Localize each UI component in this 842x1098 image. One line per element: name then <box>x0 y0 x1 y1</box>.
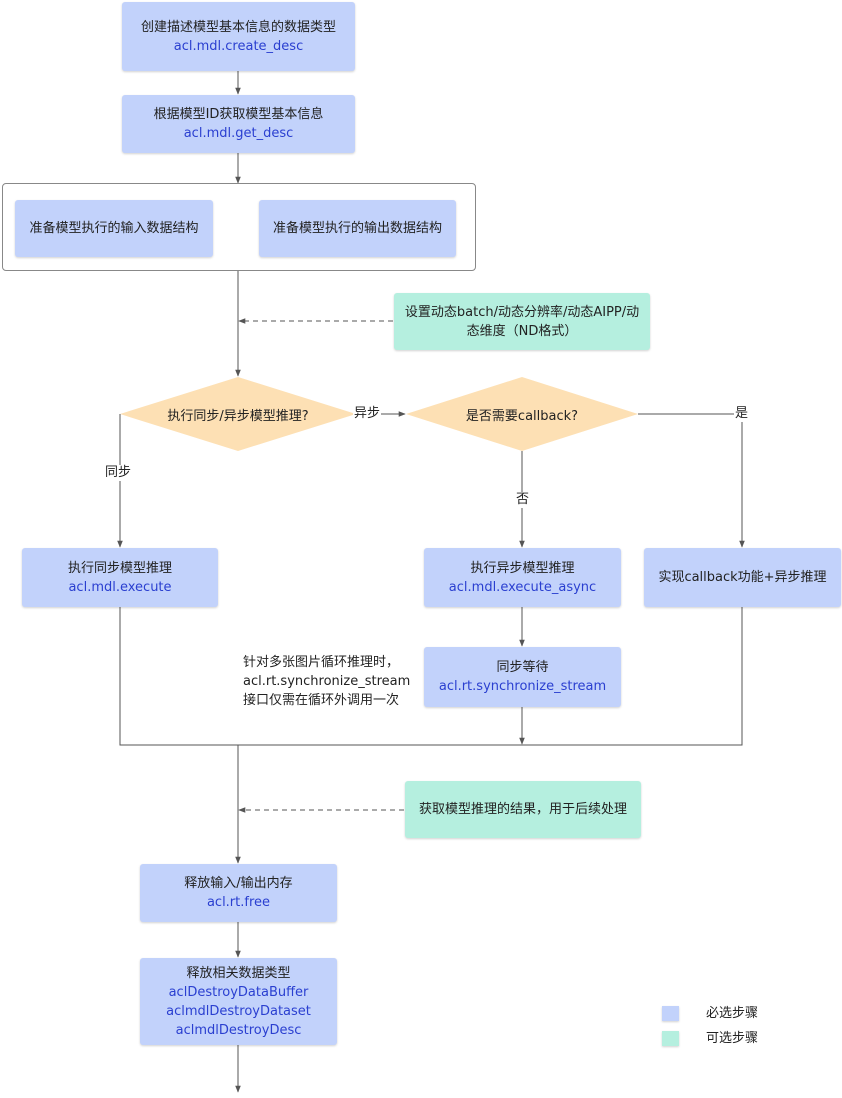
step-free-memory: 释放输入/输出内存 acl.rt.free <box>140 864 337 922</box>
decision-callback-shape <box>406 377 638 451</box>
step-get-desc-api: acl.mdl.get_desc <box>183 126 294 141</box>
step-create-desc-label: 创建描述模型基本信息的数据类型 <box>140 19 336 35</box>
edge-yes <box>638 413 745 548</box>
step-callback-impl: 实现callback功能+异步推理 <box>644 548 841 607</box>
step-sync-wait-label: 同步等待 <box>496 660 549 675</box>
legend-required-swatch <box>662 1006 679 1021</box>
step-free-memory-label: 释放输入/输出内存 <box>184 876 293 891</box>
step-prepare-input-label: 准备模型执行的输入数据结构 <box>29 221 199 236</box>
step-prepare-output-label: 准备模型执行的输出数据结构 <box>272 221 442 236</box>
step-destroy: 释放相关数据类型 aclDestroyDataBuffer aclmdlDest… <box>140 958 337 1045</box>
loop-sync-note: 针对多张图片循环推理时， acl.rt.synchronize_stream 接… <box>243 653 410 710</box>
step-destroy-api1: aclDestroyDataBuffer <box>168 984 309 1000</box>
loop-sync-note-line1: 针对多张图片循环推理时， <box>243 655 400 670</box>
edge-label-async: 异步 <box>353 406 382 422</box>
step-destroy-api3: aclmdlDestroyDesc <box>175 1022 302 1038</box>
edge-label-no: 否 <box>515 492 531 508</box>
step-get-result: 获取模型推理的结果，用于后续处理 <box>405 781 641 838</box>
step-set-dynamic: 设置动态batch/动态分辨率/动态AIPP/动 态维度（ND格式） <box>394 293 650 350</box>
step-execute-async-api: acl.mdl.execute_async <box>448 579 597 595</box>
step-get-desc-label: 根据模型ID获取模型基本信息 <box>153 107 324 122</box>
edge-label-yes: 是 <box>734 406 750 422</box>
step-get-result-label: 获取模型推理的结果，用于后续处理 <box>418 802 627 817</box>
decision-need-callback-label: 是否需要callback? <box>465 408 579 424</box>
legend-required-label: 必选步骤 <box>706 1006 759 1021</box>
step-execute-async-label: 执行异步模型推理 <box>470 560 575 576</box>
legend-optional-swatch <box>662 1031 679 1046</box>
legend-optional-label: 可选步骤 <box>706 1031 759 1046</box>
step-free-memory-api: acl.rt.free <box>206 895 271 910</box>
step-execute-async: 执行异步模型推理 acl.mdl.execute_async <box>424 548 621 607</box>
step-destroy-api2: aclmdlDestroyDataset <box>166 1003 311 1019</box>
step-execute-sync-label: 执行同步模型推理 <box>67 560 172 576</box>
edge-label-sync: 同步 <box>104 465 133 481</box>
step-set-dynamic-line2: 态维度（ND格式） <box>466 323 578 339</box>
step-callback-impl-label: 实现callback功能+异步推理 <box>658 570 827 585</box>
decision-sync-async-shape <box>120 377 356 451</box>
step-prepare-input: 准备模型执行的输入数据结构 <box>15 200 213 257</box>
step-create-desc: 创建描述模型基本信息的数据类型 acl.mdl.create_desc <box>122 2 355 71</box>
decision-need-callback: 是否需要callback? <box>426 400 618 428</box>
step-create-desc-api: acl.mdl.create_desc <box>173 38 304 54</box>
step-execute-sync-api: acl.mdl.execute <box>68 579 172 595</box>
step-get-desc: 根据模型ID获取模型基本信息 acl.mdl.get_desc <box>122 95 355 153</box>
step-destroy-label: 释放相关数据类型 <box>186 965 291 981</box>
step-set-dynamic-line1: 设置动态batch/动态分辨率/动态AIPP/动 <box>404 304 640 320</box>
decision-sync-async: 执行同步/异步模型推理? <box>140 400 336 428</box>
step-sync-wait-api: acl.rt.synchronize_stream <box>438 679 607 694</box>
step-execute-sync: 执行同步模型推理 acl.mdl.execute <box>22 548 218 607</box>
step-prepare-output: 准备模型执行的输出数据结构 <box>259 200 456 257</box>
loop-sync-note-line3: 接口仅需在循环外调用一次 <box>243 693 400 708</box>
decision-sync-async-label: 执行同步/异步模型推理? <box>167 408 309 424</box>
edge-sync-merge <box>119 607 743 746</box>
loop-sync-note-line2: acl.rt.synchronize_stream <box>243 674 411 689</box>
step-sync-wait: 同步等待 acl.rt.synchronize_stream <box>424 647 621 707</box>
